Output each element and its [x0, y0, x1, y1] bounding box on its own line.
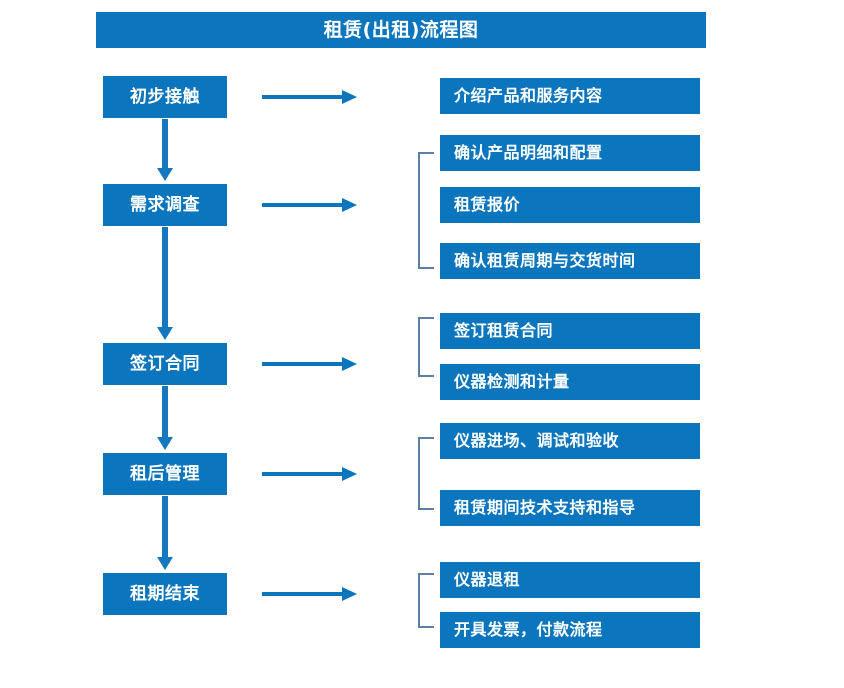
detail-box-sign-rental-contract[interactable]: 签订租赁合同	[440, 313, 700, 349]
stage-box-post-rental-management[interactable]: 租后管理	[103, 453, 227, 495]
down-arrow-icon-stage2-to-stage3	[157, 227, 173, 340]
stage-box-initial-contact[interactable]: 初步接触	[103, 76, 227, 118]
detail-box-rental-quotation[interactable]: 租赁报价	[440, 187, 700, 223]
stage-box-rental-end[interactable]: 租期结束	[103, 573, 227, 615]
diagram-title: 租赁(出租)流程图	[96, 12, 706, 48]
detail-box-technical-support[interactable]: 租赁期间技术支持和指导	[440, 490, 700, 526]
down-arrow-icon-stage4-to-stage5	[157, 496, 173, 570]
detail-box-introduce-products[interactable]: 介绍产品和服务内容	[440, 78, 700, 114]
detail-box-instrument-inspection[interactable]: 仪器检测和计量	[440, 364, 700, 400]
detail-box-invoice-payment[interactable]: 开具发票，付款流程	[440, 612, 700, 648]
arrow-head	[157, 557, 173, 570]
arrow-shaft	[162, 227, 168, 328]
arrow-head	[342, 587, 357, 601]
down-arrow-icon-stage1-to-stage2	[157, 119, 173, 181]
arrow-head	[342, 357, 357, 371]
arrow-head	[342, 467, 357, 481]
right-arrow-icon-stage5	[262, 587, 357, 601]
group-bracket-icon-needs-survey	[418, 152, 434, 269]
detail-box-confirm-product-spec[interactable]: 确认产品明细和配置	[440, 135, 700, 171]
arrow-shaft	[262, 472, 344, 476]
detail-box-instrument-onsite-commission[interactable]: 仪器进场、调试和验收	[440, 423, 700, 459]
arrow-head	[342, 198, 357, 212]
arrow-shaft	[262, 203, 344, 207]
stage-box-needs-survey[interactable]: 需求调查	[103, 184, 227, 226]
arrow-head	[157, 327, 173, 340]
arrow-shaft	[162, 496, 168, 558]
detail-box-instrument-return[interactable]: 仪器退租	[440, 562, 700, 598]
arrow-shaft	[162, 386, 168, 438]
arrow-head	[342, 90, 357, 104]
arrow-shaft	[262, 592, 344, 596]
group-bracket-icon-sign-contract	[418, 317, 434, 377]
right-arrow-icon-stage2	[262, 198, 357, 212]
arrow-head	[157, 168, 173, 181]
right-arrow-icon-stage4	[262, 467, 357, 481]
arrow-shaft	[262, 95, 344, 99]
group-bracket-icon-rental-end	[418, 573, 434, 628]
group-bracket-icon-post-rental	[418, 437, 434, 510]
arrow-head	[157, 437, 173, 450]
detail-box-confirm-period-delivery[interactable]: 确认租赁周期与交货时间	[440, 243, 700, 279]
arrow-shaft	[262, 362, 344, 366]
right-arrow-icon-stage1	[262, 90, 357, 104]
right-arrow-icon-stage3	[262, 357, 357, 371]
stage-box-sign-contract[interactable]: 签订合同	[103, 343, 227, 385]
arrow-shaft	[162, 119, 168, 169]
down-arrow-icon-stage3-to-stage4	[157, 386, 173, 450]
